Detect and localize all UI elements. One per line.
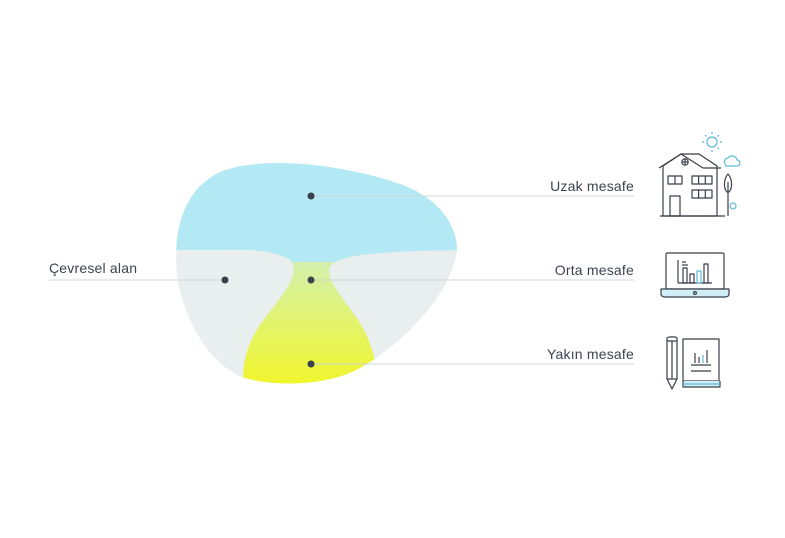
- house-icon: [658, 132, 741, 217]
- peripheral-dot: [221, 276, 229, 284]
- book-pencil-icon: [666, 336, 721, 390]
- mid-dot: [307, 276, 315, 284]
- near-dot: [307, 360, 315, 368]
- far-zone-overlay: [176, 163, 457, 262]
- intermediate-distance-label: Orta mesafe: [554, 262, 634, 278]
- far-distance-label: Uzak mesafe: [550, 178, 634, 194]
- laptop-icon: [660, 252, 730, 298]
- peripheral-area-label: Çevresel alan: [49, 260, 138, 276]
- near-distance-label: Yakın mesafe: [547, 346, 634, 362]
- far-dot: [307, 192, 315, 200]
